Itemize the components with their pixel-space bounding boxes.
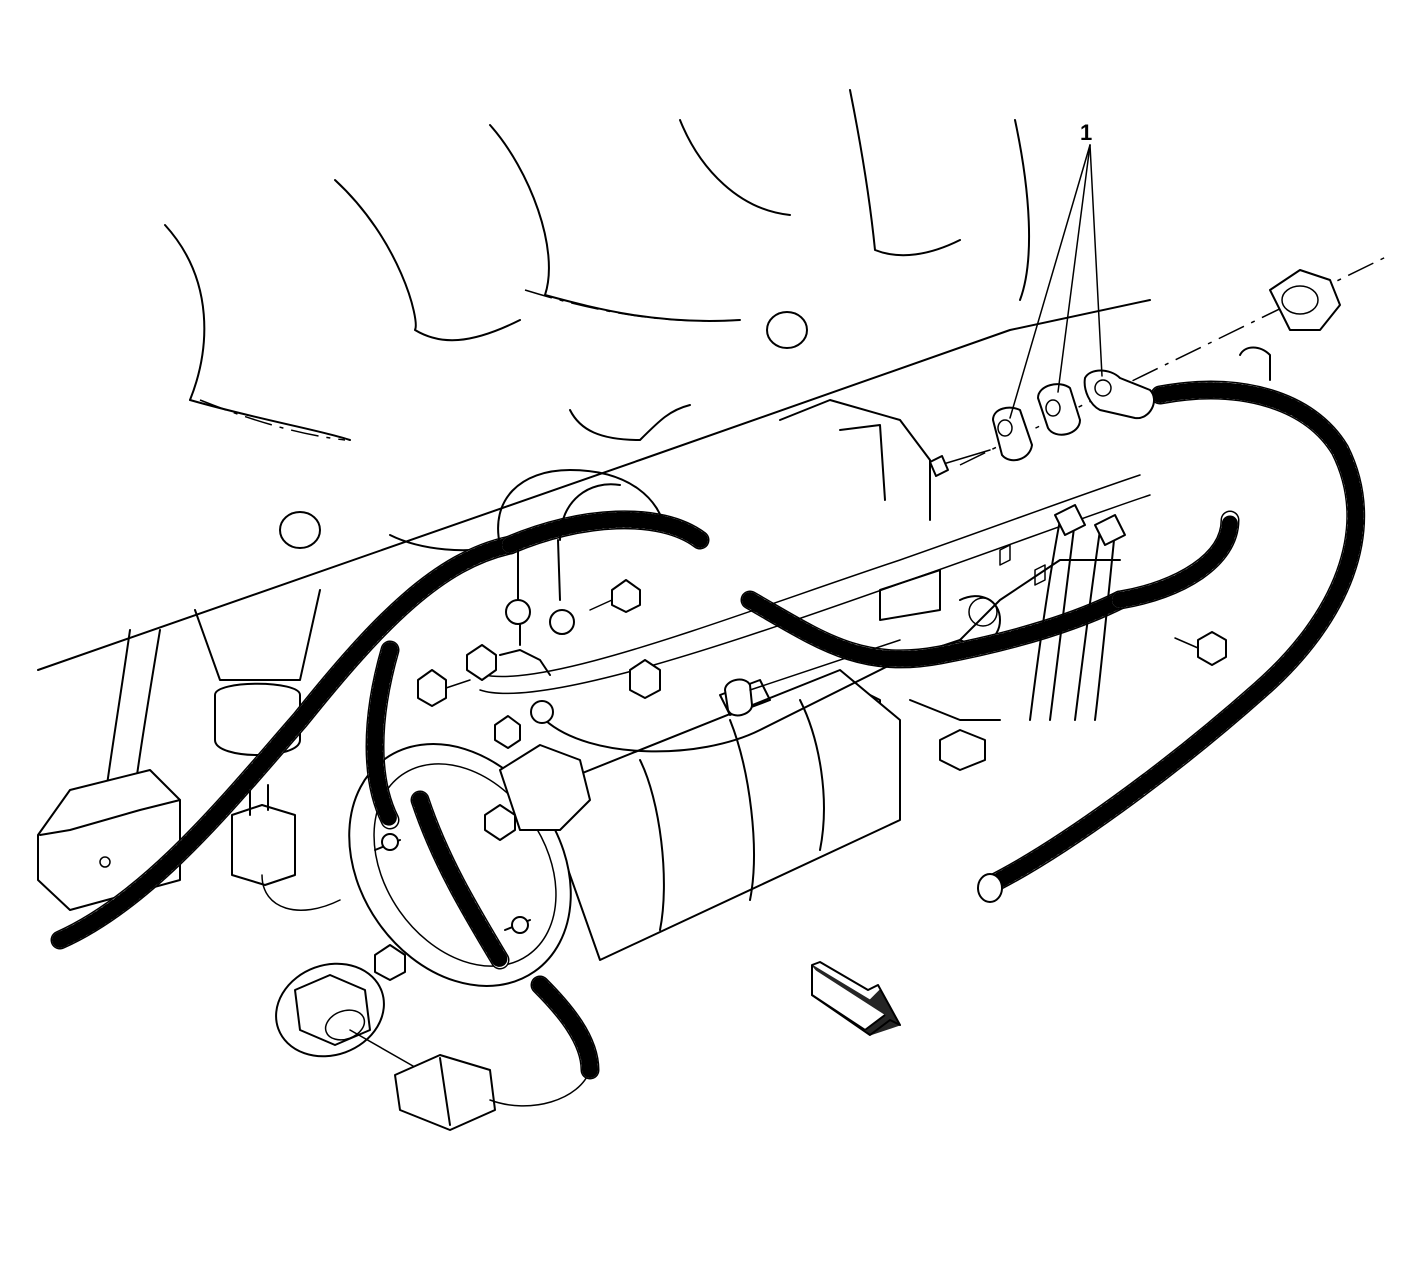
- transmission-housing: [779, 399, 1121, 771]
- stud-centerline: [959, 254, 1391, 466]
- ring-terminals: [992, 346, 1271, 462]
- harness-connector: [394, 1054, 591, 1131]
- fasteners: [417, 449, 1227, 749]
- mounting-nut: [275, 962, 421, 1071]
- battery-cables: [466, 469, 1151, 753]
- fluid-lines: [999, 504, 1126, 721]
- wiring-harness: [50, 380, 1366, 970]
- view-direction-arrow: [811, 961, 901, 1036]
- callout-label-1: 1: [1080, 120, 1092, 145]
- side-connector: [231, 784, 341, 911]
- callout-1: 1: [1009, 120, 1103, 419]
- starter-motor: [348, 669, 901, 987]
